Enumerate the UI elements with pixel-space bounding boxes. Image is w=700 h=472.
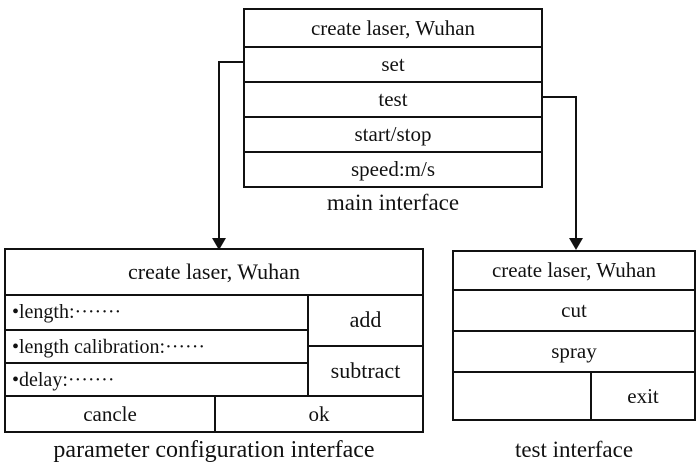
parameter-fields-column: •length:······· •length calibration:····… <box>6 296 307 395</box>
menu-item-set: set <box>245 46 541 81</box>
parameter-interface-caption: parameter configuration interface <box>53 437 375 463</box>
arrow-set-to-parameter-interface <box>212 61 243 250</box>
field-length-calibration: •length calibration:······ <box>6 329 307 362</box>
parameter-fields-section: •length:······· •length calibration:····… <box>6 294 422 395</box>
test-interface-title: create laser, Wuhan <box>491 258 657 282</box>
exit-button: exit <box>590 373 694 419</box>
main-interface-title: create laser, Wuhan <box>310 16 476 40</box>
test-bottom-row: exit <box>454 371 694 419</box>
parameter-action-column: add subtract <box>307 296 422 395</box>
parameter-interface-title: create laser, Wuhan <box>128 259 300 284</box>
add-button: add <box>349 307 382 332</box>
cut-button: cut <box>454 289 694 330</box>
ok-button: ok <box>308 402 330 426</box>
spray-button: spray <box>454 330 694 371</box>
menu-item-start-stop: start/stop <box>245 116 541 151</box>
cancel-button: cancle <box>6 397 216 431</box>
main-interface-caption: main interface <box>326 190 460 215</box>
parameter-interface-box: create laser, Wuhan •length:······· •len… <box>4 248 424 433</box>
test-interface-caption: test interface <box>514 437 634 462</box>
menu-item-speed: speed:m/s <box>245 151 541 186</box>
menu-item-test: test <box>245 81 541 116</box>
field-delay: •delay:······· <box>6 362 307 395</box>
arrow-test-to-test-interface <box>543 96 583 250</box>
field-length: •length:······· <box>12 301 122 323</box>
parameter-bottom-row: cancle ok <box>6 395 422 431</box>
subtract-button: subtract <box>309 345 422 395</box>
main-interface-box: create laser, Wuhan set test start/stop … <box>243 8 543 188</box>
empty-cell <box>454 373 590 419</box>
test-interface-box: create laser, Wuhan cut spray exit <box>452 250 696 421</box>
